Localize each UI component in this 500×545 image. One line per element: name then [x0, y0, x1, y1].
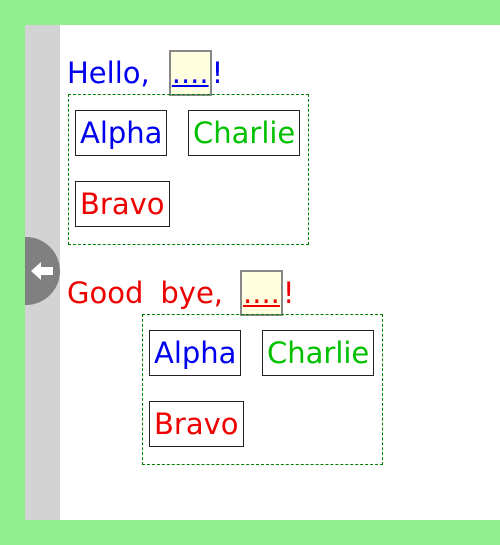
tile-bravo[interactable]: Bravo [75, 181, 170, 227]
answer-blank[interactable]: .... [168, 50, 212, 96]
sentence-goodbye: Good bye, .... ! [67, 270, 295, 316]
tile-charlie[interactable]: Charlie [262, 330, 375, 376]
sentence-hello: Hello, .... ! [67, 50, 223, 96]
answer-blank[interactable]: .... [240, 270, 283, 316]
word-tile-group: Alpha Charlie Bravo [142, 314, 383, 465]
greeting-word-2: bye, [160, 276, 224, 310]
greeting-word-1: Good [67, 276, 144, 310]
tile-alpha[interactable]: Alpha [149, 330, 242, 376]
word-tile-group: Alpha Charlie Bravo [68, 94, 309, 245]
tile-bravo[interactable]: Bravo [149, 401, 244, 447]
greeting-text: Hello, [67, 56, 150, 90]
tile-alpha[interactable]: Alpha [75, 110, 168, 156]
tile-charlie[interactable]: Charlie [188, 110, 301, 156]
arrow-left-icon [31, 262, 53, 280]
punctuation-text: ! [282, 276, 295, 310]
punctuation-text: ! [211, 56, 224, 90]
